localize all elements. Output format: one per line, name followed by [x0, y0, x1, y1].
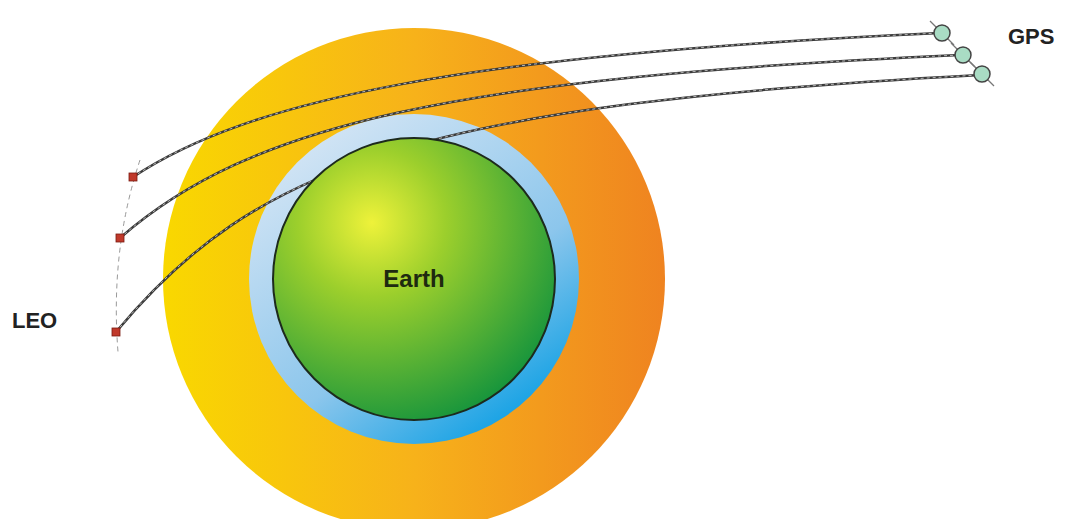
satellite-label: LEO [12, 308, 57, 334]
leo-satellites [112, 173, 137, 336]
gps-satellites [930, 21, 994, 86]
leo-orbit [116, 160, 140, 352]
satellite-label: GPS [1008, 24, 1054, 50]
node-label: Earth [383, 265, 444, 293]
atmosphere-ring [249, 114, 579, 444]
ionosphere-ring [163, 28, 665, 519]
earth-circle: Earth [272, 137, 556, 421]
